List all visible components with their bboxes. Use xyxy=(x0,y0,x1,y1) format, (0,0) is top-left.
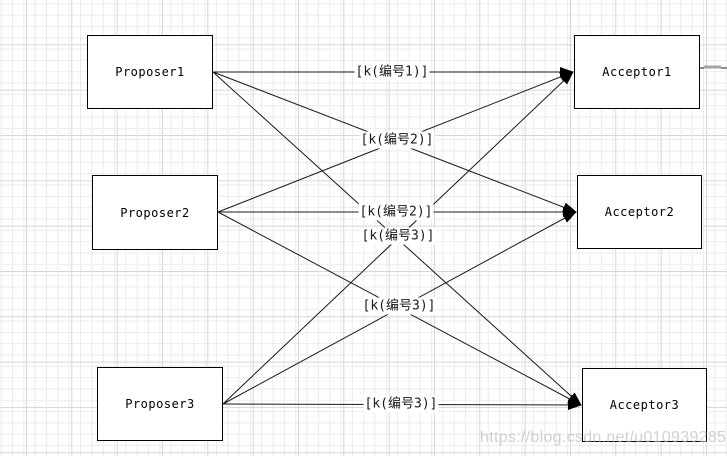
node-acceptor1[interactable]: Acceptor1 xyxy=(574,35,700,109)
node-label: Acceptor3 xyxy=(609,398,680,412)
node-label: Acceptor2 xyxy=(604,205,675,219)
node-label: Proposer2 xyxy=(120,205,190,220)
label-k3-lower[interactable]: [k(编号3)] xyxy=(363,395,439,413)
label-k3-upper[interactable]: [k(编号3)] xyxy=(360,227,436,245)
node-acceptor3[interactable]: Acceptor3 xyxy=(582,368,707,442)
label-k3-mid[interactable]: [k(编号3)] xyxy=(361,297,437,315)
node-proposer1[interactable]: Proposer1 xyxy=(87,35,213,109)
node-proposer2[interactable]: Proposer2 xyxy=(92,175,218,250)
node-label: Proposer1 xyxy=(115,65,185,79)
label-k2-mid[interactable]: [k(编号2)] xyxy=(358,203,434,221)
node-proposer3[interactable]: Proposer3 xyxy=(97,367,223,441)
label-k1[interactable]: [k(编号1)] xyxy=(354,63,430,81)
node-label: Proposer3 xyxy=(125,397,195,411)
watermark: https://blog.csdn.net/u010939285 xyxy=(480,429,727,446)
label-k2-upper[interactable]: [k(编号2)] xyxy=(359,131,435,149)
node-acceptor2[interactable]: Acceptor2 xyxy=(577,175,702,249)
node-label: Acceptor1 xyxy=(602,65,672,79)
